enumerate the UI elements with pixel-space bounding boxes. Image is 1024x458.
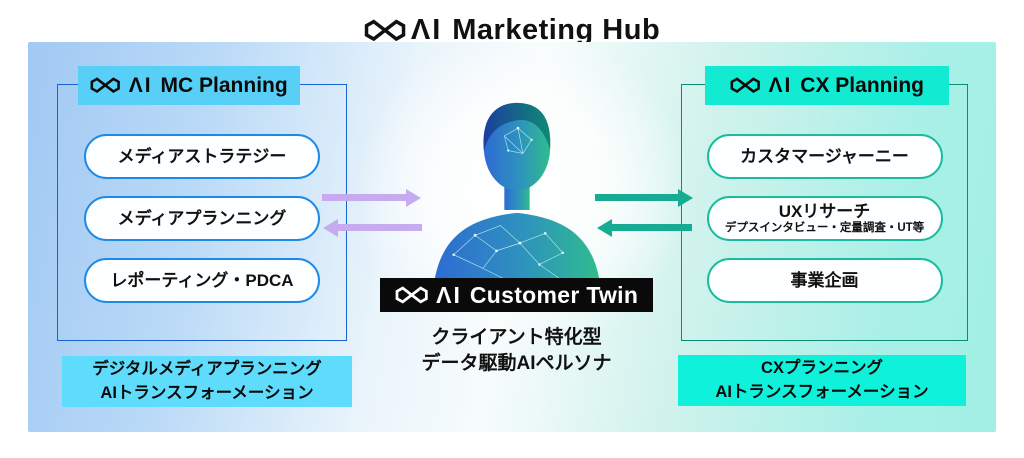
pill-label: レポーティング・PDCA: [110, 270, 294, 290]
page-title-text: Marketing Hub: [452, 13, 661, 46]
infinity-logo-icon: [730, 77, 760, 93]
arrow-cx-to-center: [612, 224, 692, 231]
caption-line: クライアント特化型: [431, 327, 602, 348]
cx-planning-footer: CXプランニング AIトランスフォーメーション: [678, 355, 966, 406]
cx-planning-panel: カスタマージャーニー UXリサーチ デプスインタビュー・定量調査・UT等 事業企…: [681, 84, 968, 341]
main-diagram-container: メディアストラテジー メディアプランニング レポーティング・PDCA ΛI MC…: [28, 42, 996, 432]
brand-text: ΛI: [410, 13, 443, 46]
footer-line: CXプランニング: [761, 359, 883, 378]
page-title: ΛI Marketing Hub: [0, 10, 1024, 50]
pill-label: カスタマージャーニー: [740, 146, 909, 166]
infinity-logo-icon: [90, 77, 120, 93]
ai-persona-image: [434, 102, 600, 282]
pill-media-strategy: メディアストラテジー: [84, 134, 320, 179]
pill-label: メディアストラテジー: [117, 146, 287, 166]
mc-planning-panel: メディアストラテジー メディアプランニング レポーティング・PDCA: [57, 84, 347, 341]
pill-customer-journey: カスタマージャーニー: [706, 134, 943, 179]
customer-twin-caption: クライアント特化型 データ駆動AIペルソナ: [380, 325, 653, 376]
pill-sublabel: デプスインタビュー・定量調査・UT等: [724, 222, 925, 235]
pill-business-planning: 事業企画: [706, 258, 943, 303]
brand-text: ΛI: [436, 281, 462, 308]
pill-label: 事業企画: [790, 270, 859, 290]
header-label: MC Planning: [160, 73, 288, 97]
caption-line: データ駆動AIペルソナ: [421, 352, 612, 374]
badge-label: Customer Twin: [469, 281, 639, 308]
footer-line: AIトランスフォーメーション: [100, 383, 314, 402]
pill-media-planning: メディアプランニング: [84, 196, 320, 241]
pill-ux-research: UXリサーチ デプスインタビュー・定量調査・UT等: [706, 196, 943, 241]
arrow-mc-to-center: [322, 194, 406, 201]
infinity-logo-icon: [395, 286, 428, 304]
footer-line: AIトランスフォーメーション: [715, 382, 929, 401]
footer-line: デジタルメディアプランニング: [92, 360, 322, 379]
cx-planning-items: カスタマージャーニー UXリサーチ デプスインタビュー・定量調査・UT等 事業企…: [682, 134, 967, 303]
mc-planning-items: メディアストラテジー メディアプランニング レポーティング・PDCA: [58, 134, 346, 303]
mc-planning-header: ΛI MC Planning: [78, 66, 300, 105]
customer-twin-badge: ΛI Customer Twin: [380, 278, 653, 312]
pill-label: UXリサーチ: [778, 201, 871, 221]
arrow-center-to-cx: [595, 194, 678, 201]
header-label: CX Planning: [800, 73, 924, 97]
mc-planning-footer: デジタルメディアプランニング AIトランスフォーメーション: [62, 356, 352, 407]
arrow-center-to-mc: [338, 224, 422, 231]
pill-reporting-pdca: レポーティング・PDCA: [84, 258, 320, 303]
pill-label: メディアプランニング: [117, 208, 287, 228]
infinity-logo-icon: [364, 19, 406, 42]
brand-text: ΛI: [128, 73, 153, 97]
cx-planning-header: ΛI CX Planning: [705, 66, 949, 105]
brand-text: ΛI: [768, 73, 793, 97]
company-logo: ΛI: [364, 14, 442, 47]
